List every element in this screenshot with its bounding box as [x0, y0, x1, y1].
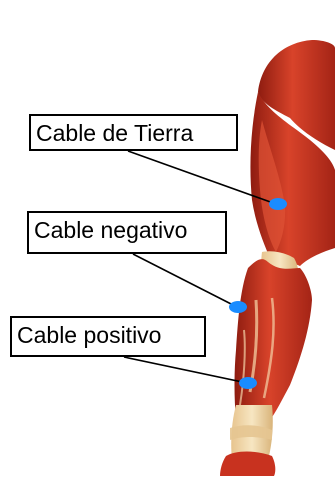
label-negative-cable: Cable negativo	[27, 211, 227, 254]
label-negative-text: Cable negativo	[34, 217, 187, 243]
electrode-ground	[269, 198, 287, 210]
label-ground-cable: Cable de Tierra	[29, 114, 238, 151]
electrode-positive	[239, 377, 257, 389]
leader-line-negative	[133, 254, 237, 307]
leader-line-positive	[124, 357, 247, 383]
label-positive-text: Cable positivo	[17, 322, 161, 348]
label-positive-cable: Cable positivo	[10, 316, 206, 357]
hand	[220, 452, 275, 477]
electrode-negative	[229, 301, 247, 313]
label-ground-text: Cable de Tierra	[36, 120, 193, 146]
